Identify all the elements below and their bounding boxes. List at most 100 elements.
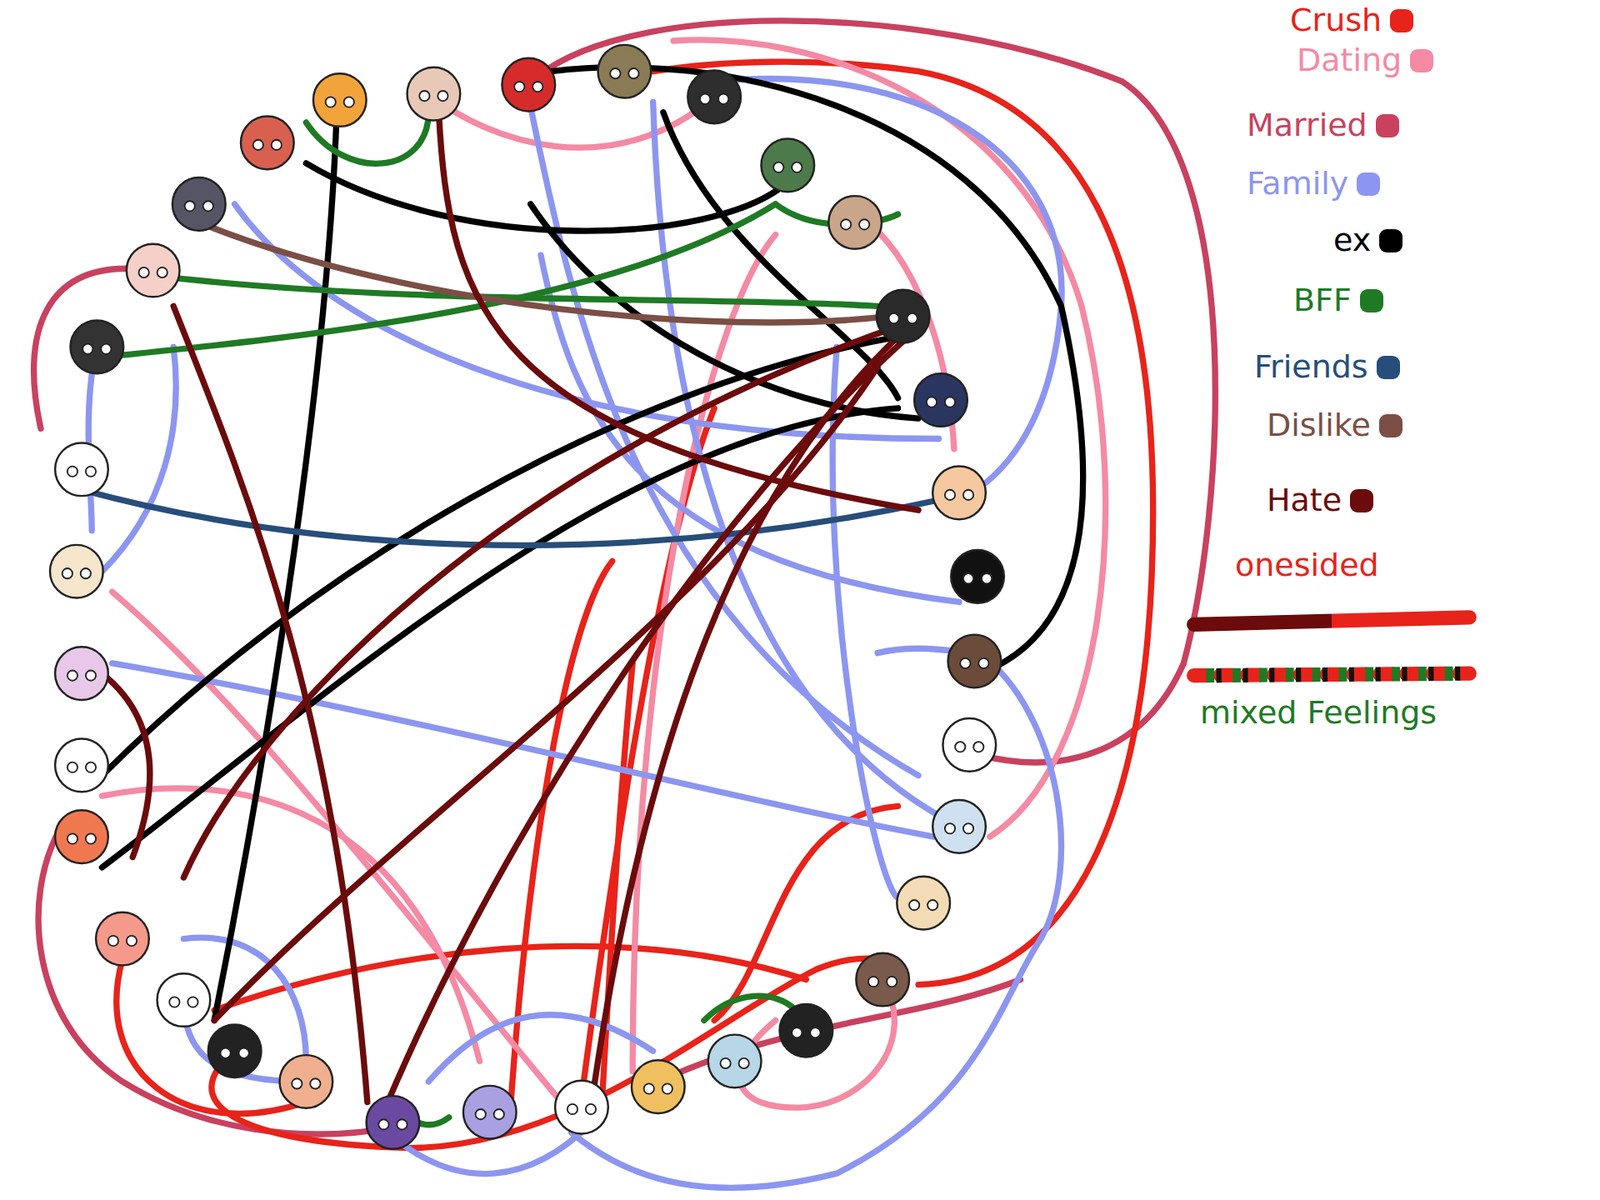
legend-label: Married	[1246, 108, 1368, 144]
character-eye	[475, 1109, 486, 1120]
legend-row: mixed Feelings	[1200, 695, 1437, 731]
character-head	[172, 177, 226, 231]
character-eye	[960, 658, 970, 669]
legend-label: Hate	[1266, 483, 1342, 519]
legend-swatch	[1375, 114, 1400, 138]
character-eye	[868, 976, 879, 987]
character-eye	[963, 823, 974, 834]
character-head	[55, 810, 109, 864]
character-eye	[85, 670, 96, 680]
character-eye	[67, 833, 78, 844]
character-eye	[67, 466, 78, 477]
character-head	[950, 550, 1005, 604]
character-eye	[100, 344, 111, 355]
character-eye	[644, 1083, 655, 1094]
character-eye	[187, 996, 198, 1007]
character-eye	[963, 573, 974, 584]
legend-swatch	[1376, 355, 1400, 380]
character-head	[932, 466, 986, 520]
legend-swatch	[1350, 489, 1374, 513]
legend-label: Crush	[1290, 3, 1382, 39]
character-head	[687, 70, 741, 124]
character-head	[55, 646, 109, 700]
character-head	[407, 67, 461, 121]
character-eye	[532, 81, 543, 92]
character-eye	[963, 490, 974, 500]
character-head	[313, 73, 367, 127]
character-head	[208, 1024, 262, 1078]
character-head	[50, 545, 104, 599]
character-eye	[945, 823, 955, 834]
character-head	[366, 1095, 420, 1150]
character-eye	[396, 1119, 407, 1130]
character-head	[896, 876, 950, 930]
legend-label: Family	[1246, 166, 1349, 202]
character-head	[70, 320, 124, 374]
character-eye	[85, 466, 96, 477]
character-eye	[62, 568, 73, 579]
character-eye	[700, 94, 710, 105]
legend-label: ex	[1333, 223, 1371, 259]
legend-row: Hate	[1266, 483, 1374, 519]
character-eye	[82, 344, 93, 355]
character-eye	[585, 1104, 596, 1115]
character-head	[948, 635, 1002, 689]
character-eye	[157, 267, 168, 278]
character-eye	[291, 1078, 302, 1089]
character-eye	[253, 140, 264, 150]
character-eye	[810, 1027, 820, 1038]
character-eye	[662, 1083, 673, 1094]
character-head	[855, 953, 910, 1007]
character-eye	[945, 490, 955, 500]
character-eye	[239, 1048, 250, 1059]
character-eye	[840, 219, 851, 230]
character-eye	[169, 996, 180, 1007]
character-head	[914, 373, 968, 427]
character-eye	[909, 900, 920, 910]
character-head	[760, 139, 815, 193]
character-head	[501, 58, 555, 112]
character-eye	[220, 1048, 230, 1059]
character-eye	[80, 568, 91, 579]
character-eye	[926, 396, 937, 407]
character-eye	[927, 900, 938, 910]
character-eye	[310, 1078, 320, 1089]
character-eye	[67, 670, 78, 680]
character-head	[876, 290, 930, 344]
character-eye	[978, 658, 989, 669]
legend-row: Dating	[1296, 43, 1434, 79]
character-eye	[378, 1119, 389, 1130]
legend-swatch	[1379, 414, 1403, 438]
character-eye	[889, 313, 900, 324]
character-eye	[718, 94, 729, 105]
legend-row: ex	[1333, 223, 1403, 259]
character-head	[555, 1080, 609, 1135]
character-eye	[981, 573, 992, 584]
character-head	[463, 1085, 517, 1140]
legend-row: Married	[1246, 108, 1400, 144]
character-head	[932, 800, 986, 854]
character-eye	[567, 1104, 578, 1115]
legend-label: BFF	[1293, 283, 1352, 319]
character-eye	[859, 219, 870, 230]
character-eye	[271, 140, 282, 150]
character-head	[828, 195, 882, 250]
legend-row: BFF	[1293, 283, 1384, 319]
character-head	[95, 912, 150, 966]
character-eye	[945, 396, 955, 407]
character-eye	[886, 976, 897, 987]
legend-swatch	[1379, 229, 1403, 253]
legend-label: mixed Feelings	[1200, 695, 1437, 731]
legend-row: onesided	[1235, 548, 1380, 584]
character-eye	[628, 68, 639, 79]
legend-swatch	[1360, 289, 1384, 313]
character-head	[157, 973, 211, 1027]
character-head	[708, 1035, 762, 1089]
legend-swatch	[1390, 9, 1414, 33]
character-head	[942, 718, 996, 772]
character-eye	[437, 90, 448, 101]
character-eye	[185, 200, 195, 211]
legend-row: Crush	[1290, 3, 1414, 39]
character-eye	[907, 313, 918, 324]
character-eye	[773, 162, 784, 173]
